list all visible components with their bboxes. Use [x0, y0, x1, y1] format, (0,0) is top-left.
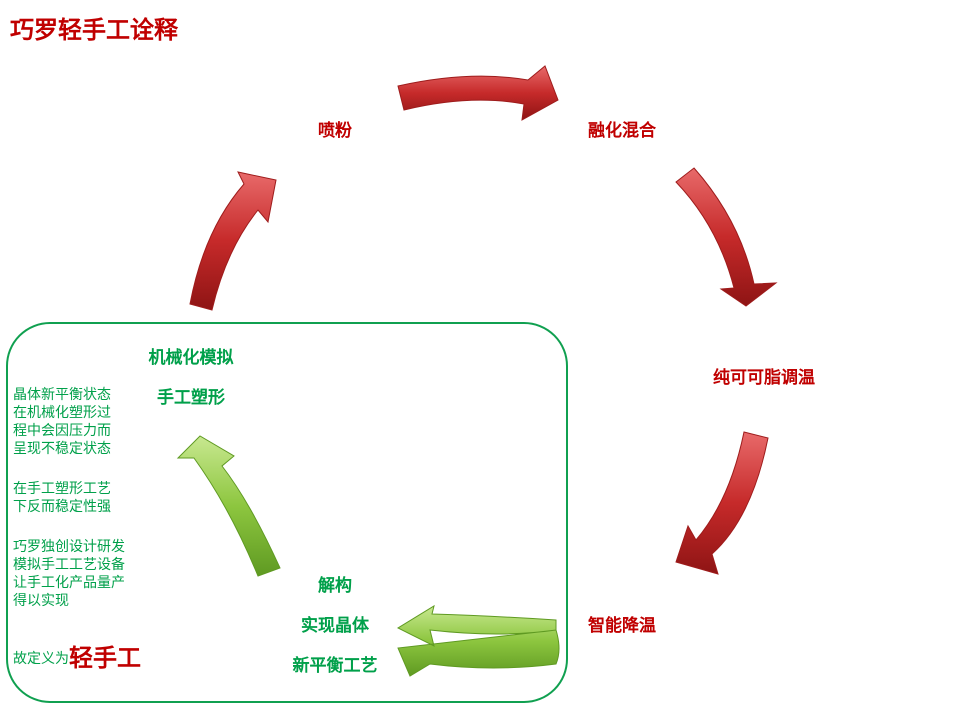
side-notes: 晶体新平衡状态 在机械化塑形过 程中会因压力而 呈现不稳定状态 在手工塑形工艺 …	[13, 386, 153, 632]
arrow-melt-to-fat	[675, 167, 778, 307]
conclusion-emphasis: 轻手工	[69, 644, 141, 672]
note-line: 晶体新平衡状态	[13, 387, 111, 403]
note-line: 在手工塑形工艺	[13, 481, 111, 497]
arrow-decode-to-mech	[176, 435, 281, 577]
note-line: 让手工化产品量产	[13, 575, 125, 591]
step-decode: 解构	[318, 576, 352, 596]
note-line: 巧罗独创设计研发	[13, 539, 125, 555]
slide-title: 巧罗轻手工诠释	[10, 16, 178, 44]
note-line: 得以实现	[13, 593, 69, 609]
conclusion: 故定义为轻手工	[13, 638, 141, 673]
step-smart-cooling: 智能降温	[588, 616, 656, 636]
note-paragraph-3: 巧罗独创设计研发 模拟手工工艺设备 让手工化产品量产 得以实现	[13, 538, 153, 610]
step-melt-mix: 融化混合	[588, 121, 656, 141]
step-crystal: 实现晶体	[301, 616, 369, 636]
step-spray: 喷粉	[318, 121, 352, 141]
note-paragraph-1: 晶体新平衡状态 在机械化塑形过 程中会因压力而 呈现不稳定状态	[13, 386, 153, 458]
arrow-fat-to-cool	[675, 431, 769, 575]
step-hand-shaping: 手工塑形	[157, 388, 225, 408]
step-cocoa-butter-tempering: 纯可可脂调温	[713, 368, 815, 388]
note-line: 程中会因压力而	[13, 423, 111, 439]
step-mechanised-simulation: 机械化模拟	[148, 348, 234, 368]
note-paragraph-2: 在手工塑形工艺 下反而稳定性强	[13, 480, 153, 516]
arrow-shape-to-spray	[189, 171, 277, 311]
hand-craft-frame	[6, 322, 568, 703]
note-line: 在机械化塑形过	[13, 405, 111, 421]
note-line: 模拟手工工艺设备	[13, 557, 125, 573]
note-line: 下反而稳定性强	[13, 499, 111, 515]
step-new-balance: 新平衡工艺	[292, 656, 378, 676]
conclusion-prefix: 故定义为	[13, 651, 69, 667]
arrow-spray-to-melt	[397, 65, 559, 121]
note-line: 呈现不稳定状态	[13, 441, 111, 457]
